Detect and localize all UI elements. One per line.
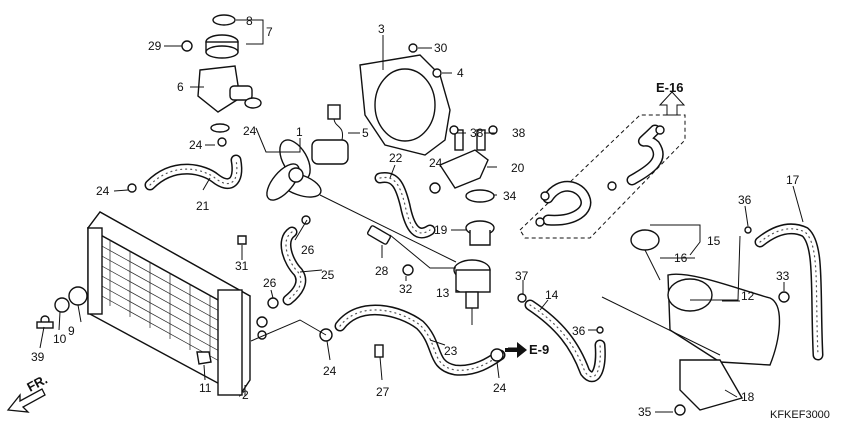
callout-25: 25	[321, 268, 335, 282]
front-direction-arrow	[6, 388, 46, 413]
callout-3: 3	[378, 22, 385, 36]
tank-bracket	[679, 359, 744, 411]
callout-39: 39	[31, 350, 45, 364]
hose-25	[280, 226, 307, 306]
callout-33: 33	[776, 269, 790, 283]
callout-19: 19	[434, 223, 448, 237]
hose-21	[144, 154, 243, 191]
callout-2: 2	[242, 388, 249, 402]
cooling-fan	[266, 139, 322, 201]
temp-sensor	[367, 225, 391, 245]
ref-e16: E-16	[656, 80, 683, 95]
callout-17: 17	[786, 173, 800, 187]
callout-14: 14	[545, 288, 559, 302]
callout-36-b: 36	[738, 193, 752, 207]
callout-29: 29	[148, 39, 162, 53]
callout-31: 31	[235, 259, 249, 273]
callout-15: 15	[707, 234, 721, 248]
callout-23: 23	[444, 344, 458, 358]
e16-hose-group	[519, 114, 686, 239]
callout-30: 30	[434, 41, 448, 55]
callout-28: 28	[375, 264, 389, 278]
callout-6: 6	[177, 80, 184, 94]
direction-label: FR.	[24, 372, 50, 395]
callout-26-b: 26	[263, 276, 277, 290]
filler-neck	[181, 40, 262, 133]
callout-8: 8	[246, 14, 253, 28]
ref-e9: E-9	[529, 342, 549, 357]
callout-7: 7	[266, 25, 273, 39]
washer	[402, 264, 414, 276]
callout-24-c: 24	[96, 184, 110, 198]
callout-20: 20	[511, 161, 525, 175]
callout-5: 5	[362, 126, 369, 140]
callout-36-a: 36	[572, 324, 586, 338]
water-pump	[453, 259, 491, 325]
callout-22: 22	[389, 151, 403, 165]
fasteners	[36, 125, 790, 416]
callout-16: 16	[674, 251, 688, 265]
callout-24-b: 24	[189, 138, 203, 152]
callout-37: 37	[515, 269, 529, 283]
callout-34: 34	[503, 189, 517, 203]
callout-24-d: 24	[429, 156, 443, 170]
callout-24-a: 24	[243, 124, 257, 138]
callout-10: 10	[53, 332, 67, 346]
callout-21: 21	[196, 199, 210, 213]
fan-motor	[311, 104, 349, 165]
callout-9: 9	[68, 324, 75, 338]
callout-24-e: 24	[323, 364, 337, 378]
o-ring	[465, 189, 495, 203]
thermostat	[465, 220, 495, 246]
thermostat-housing	[429, 129, 489, 194]
fan-shroud	[359, 43, 451, 156]
hose-14	[524, 299, 606, 383]
callouts: 8 7 29 6 3 30 4 5 1 24 24 24 21 22 24 38…	[31, 14, 800, 419]
callout-13: 13	[436, 286, 450, 300]
callout-35: 35	[638, 405, 652, 419]
callout-38-a: 38	[470, 126, 484, 140]
reserve-tank	[667, 273, 781, 366]
reserve-tank-cap	[630, 229, 661, 281]
callout-1: 1	[296, 125, 303, 139]
callout-26-a: 26	[301, 243, 315, 257]
hose-17	[754, 223, 824, 361]
callout-18: 18	[741, 390, 755, 404]
callout-4: 4	[457, 66, 464, 80]
radiator-cap	[205, 14, 239, 59]
callout-24-f: 24	[493, 381, 507, 395]
radiator	[86, 211, 268, 398]
diagram-code: KFKEF3000	[770, 409, 830, 421]
callout-38-b: 38	[512, 126, 526, 140]
callout-27: 27	[376, 385, 390, 399]
callout-11: 11	[199, 381, 212, 395]
leader-lines	[39, 19, 804, 413]
callout-32: 32	[399, 282, 413, 296]
hose-22	[374, 172, 436, 239]
callout-12: 12	[741, 289, 755, 303]
hose-23	[334, 304, 506, 376]
